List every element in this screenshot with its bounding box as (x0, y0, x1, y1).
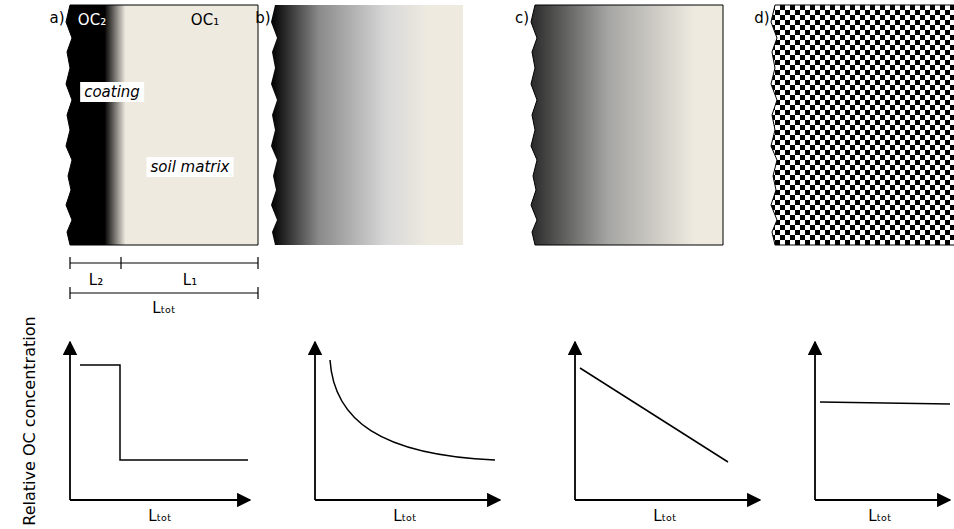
dimension-label: L₁ (183, 271, 197, 289)
axis-title: Relative OC concentration (20, 316, 39, 525)
panel-c (531, 5, 723, 245)
panel-letter: c) (515, 9, 529, 27)
panel-letter: b) (255, 9, 270, 27)
axes (70, 342, 950, 500)
concentration-curves (80, 360, 950, 462)
panel-a (66, 5, 258, 245)
dimension-label: L₂ (89, 271, 103, 289)
panel-letter: d) (754, 9, 769, 27)
panel-d (771, 5, 954, 245)
dimension-label: Lₜₒₜ (152, 299, 175, 317)
axis-label: Lₜₒₜ (653, 507, 676, 525)
panel-letter: a) (49, 9, 64, 27)
axis-label: Lₜₒₜ (393, 507, 416, 525)
dimension-lines (70, 257, 258, 299)
axis-label: Lₜₒₜ (868, 507, 891, 525)
region-label: OC₁ (191, 11, 219, 29)
region-name: coating (80, 82, 144, 102)
region-label: OC₂ (78, 11, 106, 29)
axis-label: Lₜₒₜ (148, 507, 171, 525)
region-name: soil matrix (147, 157, 234, 177)
panel-b (271, 5, 463, 245)
